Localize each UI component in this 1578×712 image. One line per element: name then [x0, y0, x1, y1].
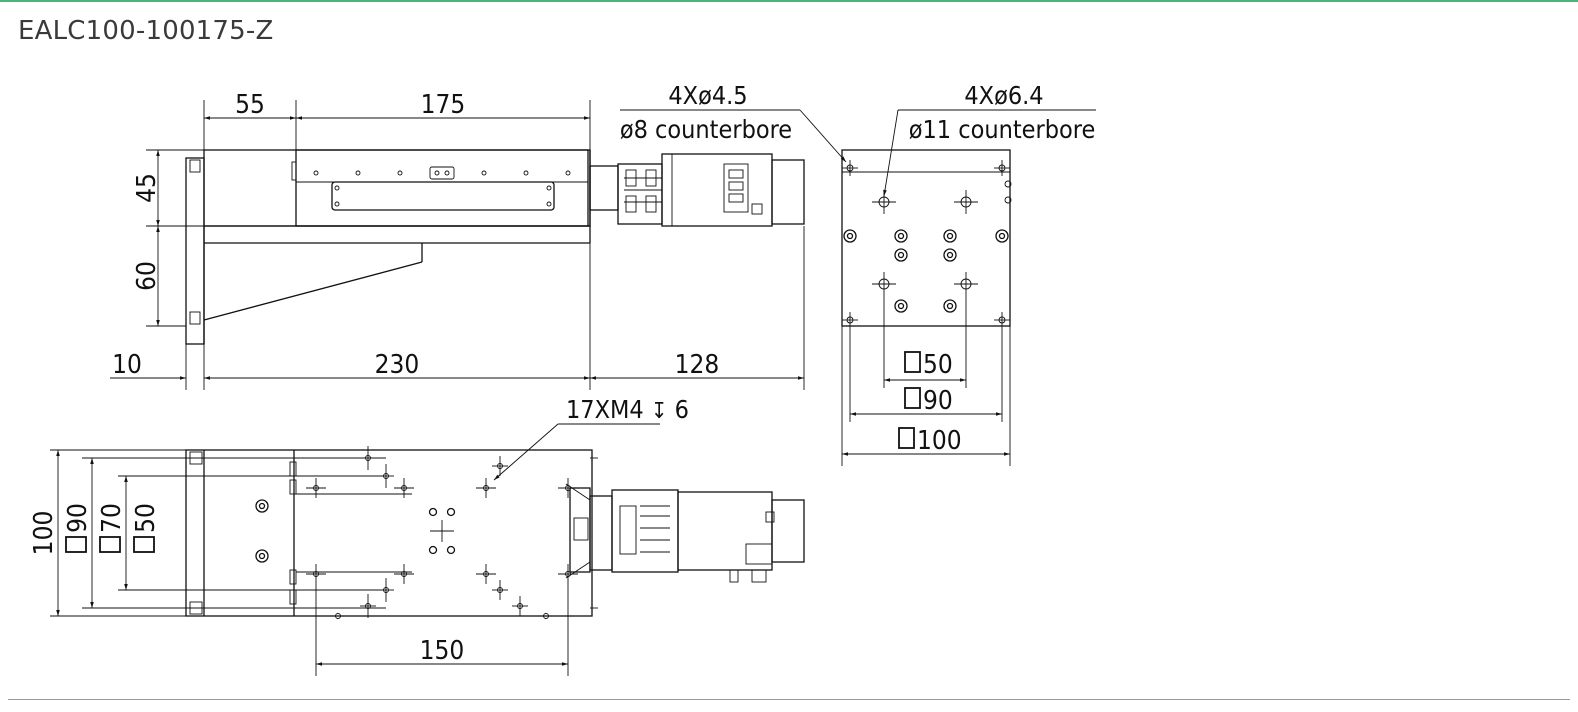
dim-60: 60	[132, 261, 162, 291]
end-dim-100: 100	[917, 426, 962, 456]
end-view: 50 90 100 4Xø6.4 ø11 counterbore	[841, 81, 1096, 466]
bottom-rule	[8, 699, 1570, 700]
dim-230: 230	[375, 350, 420, 380]
side-hole-note-line1: 4Xø4.5	[668, 81, 747, 110]
dim-128: 128	[675, 350, 720, 380]
end-dim-50: 50	[923, 350, 953, 380]
square-symbol-icon	[898, 427, 915, 449]
top-view: 150 100 90 70 50 17XM4 ↧ 6	[29, 395, 805, 676]
page-title: EALC100-100175-Z	[18, 16, 274, 46]
square-symbol-icon	[904, 351, 921, 373]
square-symbol-icon	[65, 536, 87, 553]
thread-note-count: 17XM4	[566, 395, 644, 424]
side-view: 55 175 45 60 10 230 128 4Xø4.5 ø8 counte…	[110, 81, 847, 390]
thread-note-depth: 6	[675, 395, 689, 424]
dim-175: 175	[421, 90, 466, 120]
square-symbol-icon	[99, 536, 121, 553]
top-dim-90: 90	[63, 503, 93, 533]
depth-symbol-icon: ↧	[651, 399, 668, 424]
end-hole-note-line2: ø11 counterbore	[909, 115, 1096, 144]
end-hole-note-line1: 4Xø6.4	[964, 81, 1043, 110]
top-dim-100: 100	[29, 511, 59, 556]
dim-45: 45	[132, 173, 162, 203]
top-dim-50: 50	[131, 503, 161, 533]
end-dim-90: 90	[923, 386, 953, 416]
thread-note: 17XM4 ↧ 6	[566, 395, 689, 424]
top-dim-70: 70	[97, 503, 127, 533]
dim-10: 10	[112, 350, 142, 380]
dim-55: 55	[235, 90, 265, 120]
top-rule	[0, 0, 1578, 2]
square-symbol-icon	[133, 536, 155, 553]
square-symbol-icon	[904, 387, 921, 409]
top-dim-150: 150	[420, 636, 465, 666]
side-hole-note-line2: ø8 counterbore	[620, 115, 792, 144]
